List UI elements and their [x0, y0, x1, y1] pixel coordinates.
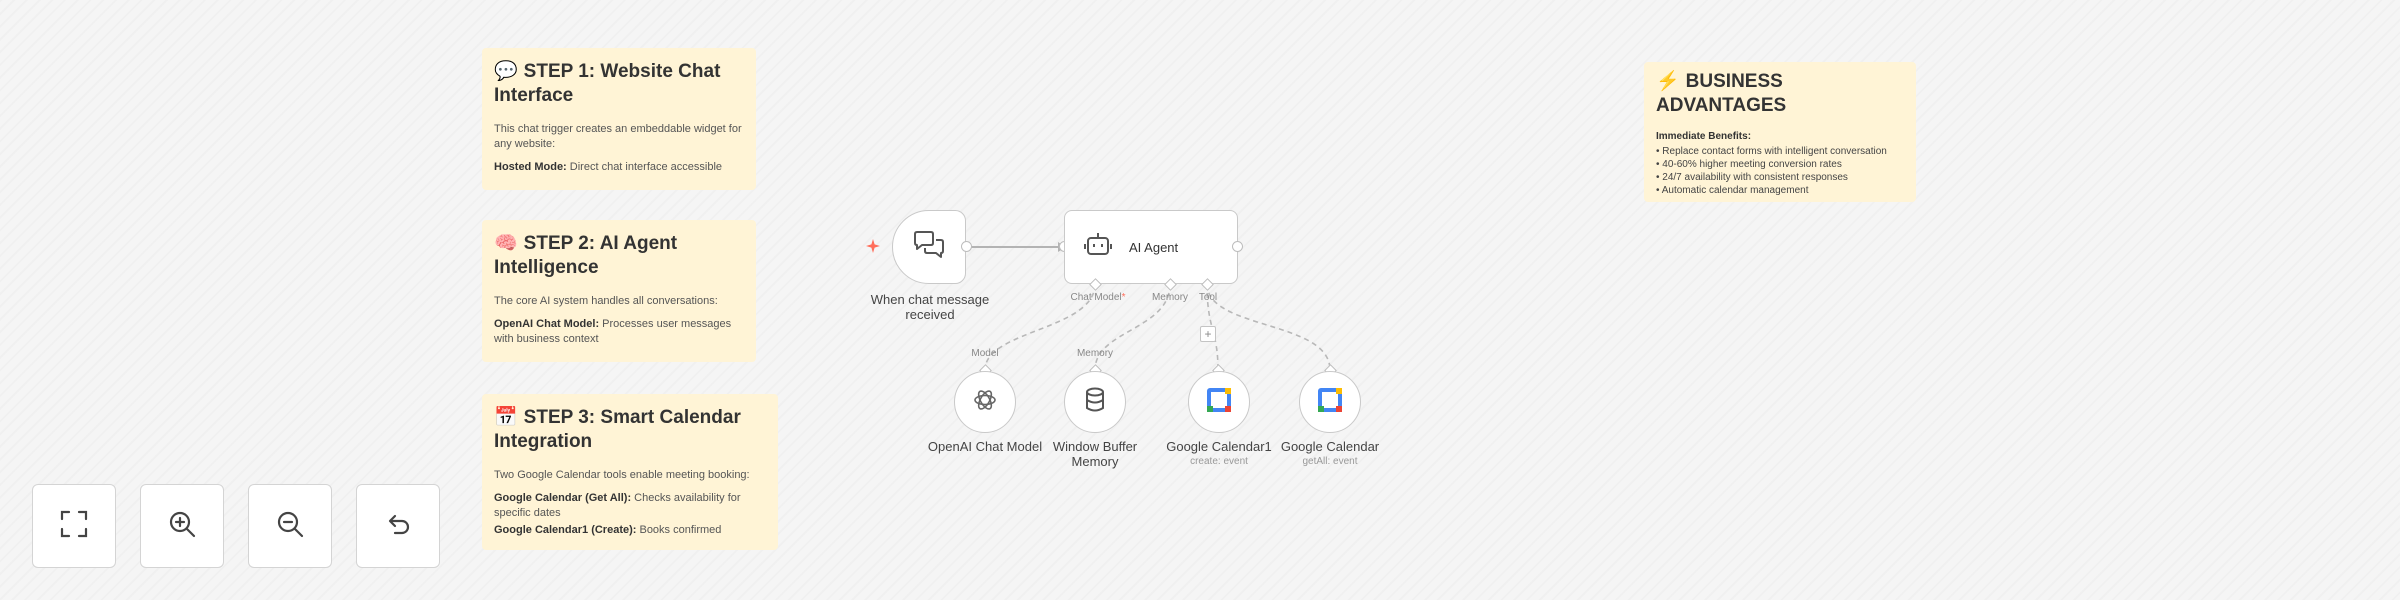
trigger-node-label: When chat message received [870, 292, 990, 322]
sticky-note-step3[interactable]: 📅STEP 3: Smart Calendar Integration Two … [482, 394, 778, 550]
fit-view-button[interactable] [32, 484, 116, 568]
model-input-label: Model [971, 348, 999, 359]
robot-icon [1083, 231, 1113, 264]
memory-input-label: Memory [1076, 348, 1114, 359]
step2-item: OpenAI Chat Model: Processes user messag… [494, 318, 732, 345]
google-calendar1-node[interactable] [1188, 371, 1250, 433]
google-calendar-sublabel: getAll: event [1302, 456, 1358, 467]
undo-icon [383, 509, 413, 544]
google-calendar-label: Google Calendar [1280, 439, 1380, 454]
step3-title: 📅STEP 3: Smart Calendar Integration [494, 407, 741, 452]
tool-port-label: Tool [1198, 292, 1218, 303]
zoom-out-button[interactable] [248, 484, 332, 568]
window-buffer-memory-node[interactable] [1064, 371, 1126, 433]
ai-agent-label: AI Agent [1129, 239, 1179, 255]
google-calendar-icon [1317, 387, 1343, 418]
step2-description: The core AI system handles all conversat… [494, 295, 718, 307]
business-item: • 40-60% higher meeting conversion rates [1656, 159, 1842, 170]
tool-connection-2 [1206, 283, 1331, 371]
openai-chat-model-node[interactable] [954, 371, 1016, 433]
sticky-note-step1[interactable]: 💬STEP 1: Website Chat Interface This cha… [482, 48, 756, 190]
sticky-note-step2[interactable]: 🧠STEP 2: AI Agent Intelligence The core … [482, 220, 756, 362]
chat-trigger-node[interactable] [892, 210, 966, 284]
reset-zoom-button[interactable] [356, 484, 440, 568]
step1-item: Hosted Mode: Direct chat interface acces… [494, 161, 723, 173]
trigger-output-port[interactable] [961, 241, 972, 252]
zoom-in-icon [167, 509, 197, 544]
window-buffer-memory-label: Window Buffer Memory [1052, 439, 1138, 469]
business-subtitle: Immediate Benefits: [1656, 131, 1752, 142]
zoom-out-icon [275, 509, 305, 544]
trigger-start-mark [865, 238, 881, 254]
database-icon [1083, 386, 1107, 419]
sticky-note-business[interactable]: ⚡BUSINESS ADVANTAGES Immediate Benefits:… [1644, 62, 1916, 202]
chat-model-port-label: Chat Model* [1070, 292, 1126, 303]
business-item: • 24/7 availability with consistent resp… [1656, 172, 1848, 183]
step2-title: 🧠STEP 2: AI Agent Intelligence [494, 233, 678, 278]
step1-description: This chat trigger creates an embeddable … [494, 123, 742, 150]
google-calendar-icon [1206, 387, 1232, 418]
agent-output-port[interactable] [1232, 241, 1243, 252]
business-item: • Automatic calendar management [1656, 185, 1809, 196]
google-calendar-node[interactable] [1299, 371, 1361, 433]
memory-port-label: Memory [1151, 292, 1189, 303]
step3-description: Two Google Calendar tools enable meeting… [494, 469, 750, 481]
business-list: • Replace contact forms with intelligent… [1656, 145, 1904, 197]
add-tool-button[interactable]: + [1200, 326, 1216, 342]
openai-icon [971, 386, 999, 419]
business-title: ⚡BUSINESS ADVANTAGES [1656, 71, 1787, 116]
step3-item-getall: Google Calendar (Get All): Checks availa… [494, 492, 741, 519]
step1-title: 💬STEP 1: Website Chat Interface [494, 61, 721, 106]
plus-icon: + [1204, 327, 1212, 341]
business-item: • Replace contact forms with intelligent… [1656, 146, 1887, 157]
google-calendar1-sublabel: create: event [1190, 456, 1248, 467]
step3-item-create: Google Calendar1 (Create): Books confirm… [494, 524, 722, 536]
chat-icon [912, 230, 946, 265]
zoom-in-button[interactable] [140, 484, 224, 568]
google-calendar1-label: Google Calendar1 [1166, 439, 1272, 454]
fit-view-icon [59, 509, 89, 544]
openai-chat-model-label: OpenAI Chat Model [927, 439, 1043, 454]
ai-agent-node[interactable]: AI Agent [1064, 210, 1238, 284]
